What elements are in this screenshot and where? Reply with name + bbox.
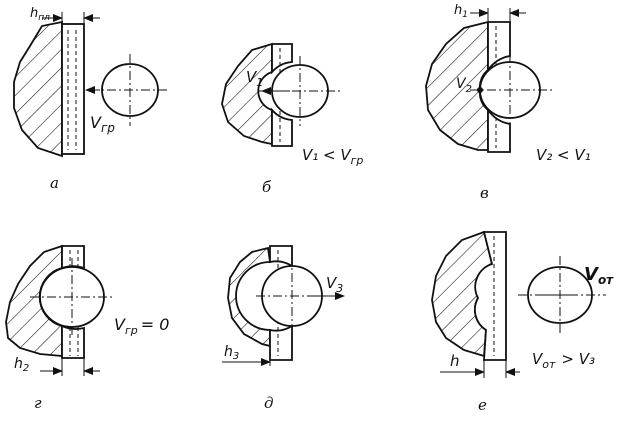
thickness-label: hпл (30, 6, 50, 23)
plate (61, 23, 85, 155)
workpiece (227, 246, 272, 348)
caption-b: б (262, 178, 272, 196)
velocity-label: Vот (584, 264, 614, 287)
relation-label: Vгр= 0 (114, 315, 169, 337)
panel-f: h Vот Vот> V₃ е (431, 230, 614, 414)
caption-f: е (478, 396, 487, 414)
panel-d: h2 Vгр= 0 г (5, 244, 169, 412)
velocity-label: Vгр (90, 113, 115, 135)
thickness-label: h2 (14, 356, 29, 374)
velocity-label: V1 (246, 68, 263, 89)
workpiece (221, 42, 273, 146)
caption-e: д (264, 394, 274, 412)
caption-c: в (480, 184, 489, 202)
velocity-label: V3 (326, 274, 343, 295)
panel-e: V3 h3 д (222, 245, 345, 412)
caption-a: а (50, 174, 59, 192)
panel-c: h1 V2 V₂ < V₁ в (425, 3, 591, 202)
relation-label: Vот> V₃ (532, 350, 595, 371)
caption-d: г (34, 394, 42, 412)
relation-label: V₁ < Vгр (302, 146, 363, 167)
thickness-label: h3 (224, 344, 239, 362)
velocity-label: V2 (456, 76, 472, 95)
relation-label: V₂ < V₁ (536, 146, 591, 164)
plate (474, 231, 507, 361)
panel-a: hпл Vгр а (13, 6, 168, 192)
plate (271, 43, 293, 147)
thickness-label: h (450, 352, 460, 370)
workpiece (13, 20, 63, 158)
panel-b: V1 V₁ < Vгр б (221, 42, 363, 196)
thickness-label: h1 (454, 3, 468, 20)
